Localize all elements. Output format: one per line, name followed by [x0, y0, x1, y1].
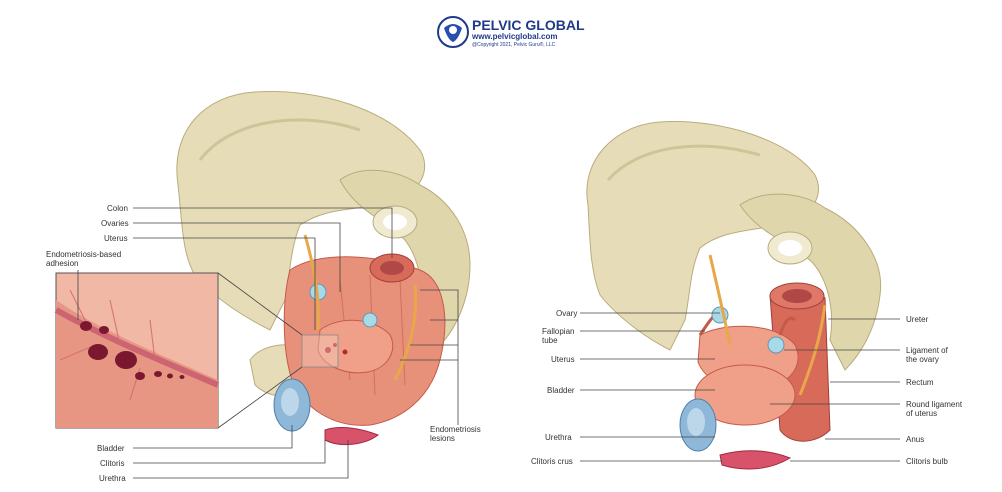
pelvic-global-logo-icon	[437, 16, 469, 48]
label-ureter: Ureter	[906, 315, 929, 324]
label-round-ligament-line2: of uterus	[906, 409, 937, 418]
adhesion-nodules	[80, 321, 185, 380]
label-ligament-ovary-line1: Ligament of	[906, 346, 949, 355]
left-uterus	[317, 319, 394, 374]
label-lesions-line2: lesions	[430, 434, 455, 443]
label-urethra-right: Urethra	[545, 433, 572, 442]
brand-title: PELVIC GLOBAL	[472, 17, 585, 33]
label-clitoris-bulb: Clitoris bulb	[906, 457, 948, 466]
right-clitoris-bulb	[719, 450, 792, 470]
label-fallopian-line2: tube	[542, 336, 558, 345]
label-adhesion-line1: Endometriosis-based	[46, 250, 121, 259]
label-adhesion-line2: adhesion	[46, 259, 78, 268]
label-uterus-right: Uterus	[551, 355, 575, 364]
label-rectum: Rectum	[906, 378, 934, 387]
label-anus: Anus	[906, 435, 924, 444]
label-colon: Colon	[107, 204, 128, 213]
label-bladder-right: Bladder	[547, 386, 575, 395]
left-ovary-2	[362, 312, 378, 328]
brand-copyright: @Copyright 2021, Pelvic Guru®, LLC	[472, 41, 556, 48]
brand-header: PELVIC GLOBAL www.pelvicglobal.com @Copy…	[437, 16, 585, 48]
label-clitoris-crus: Clitoris crus	[531, 457, 573, 466]
label-uterus: Uterus	[104, 234, 128, 243]
right-ovary-2	[767, 336, 785, 354]
right-ureter	[708, 254, 732, 346]
label-ovaries: Ovaries	[101, 219, 129, 228]
label-ovary: Ovary	[556, 309, 577, 318]
label-round-ligament-line1: Round ligament	[906, 400, 963, 409]
label-ligament-ovary-line2: the ovary	[906, 355, 939, 364]
label-fallopian-line1: Fallopian	[542, 327, 574, 336]
right-labels: Ovary Fallopian tube Uterus Bladder Uret…	[531, 309, 963, 466]
label-clitoris: Clitoris	[100, 459, 124, 468]
adhesion-zoom-inset	[54, 272, 303, 429]
label-bladder: Bladder	[97, 444, 125, 453]
left-pelvis-illustration	[176, 91, 471, 446]
left-labels: Colon Ovaries Uterus Endometriosis-based…	[46, 204, 481, 483]
right-pelvis-illustration	[586, 121, 882, 470]
label-urethra: Urethra	[99, 474, 126, 483]
label-lesions-line1: Endometriosis	[430, 425, 481, 434]
brand-url[interactable]: www.pelvicglobal.com	[471, 32, 558, 41]
right-bladder-body	[694, 364, 796, 426]
